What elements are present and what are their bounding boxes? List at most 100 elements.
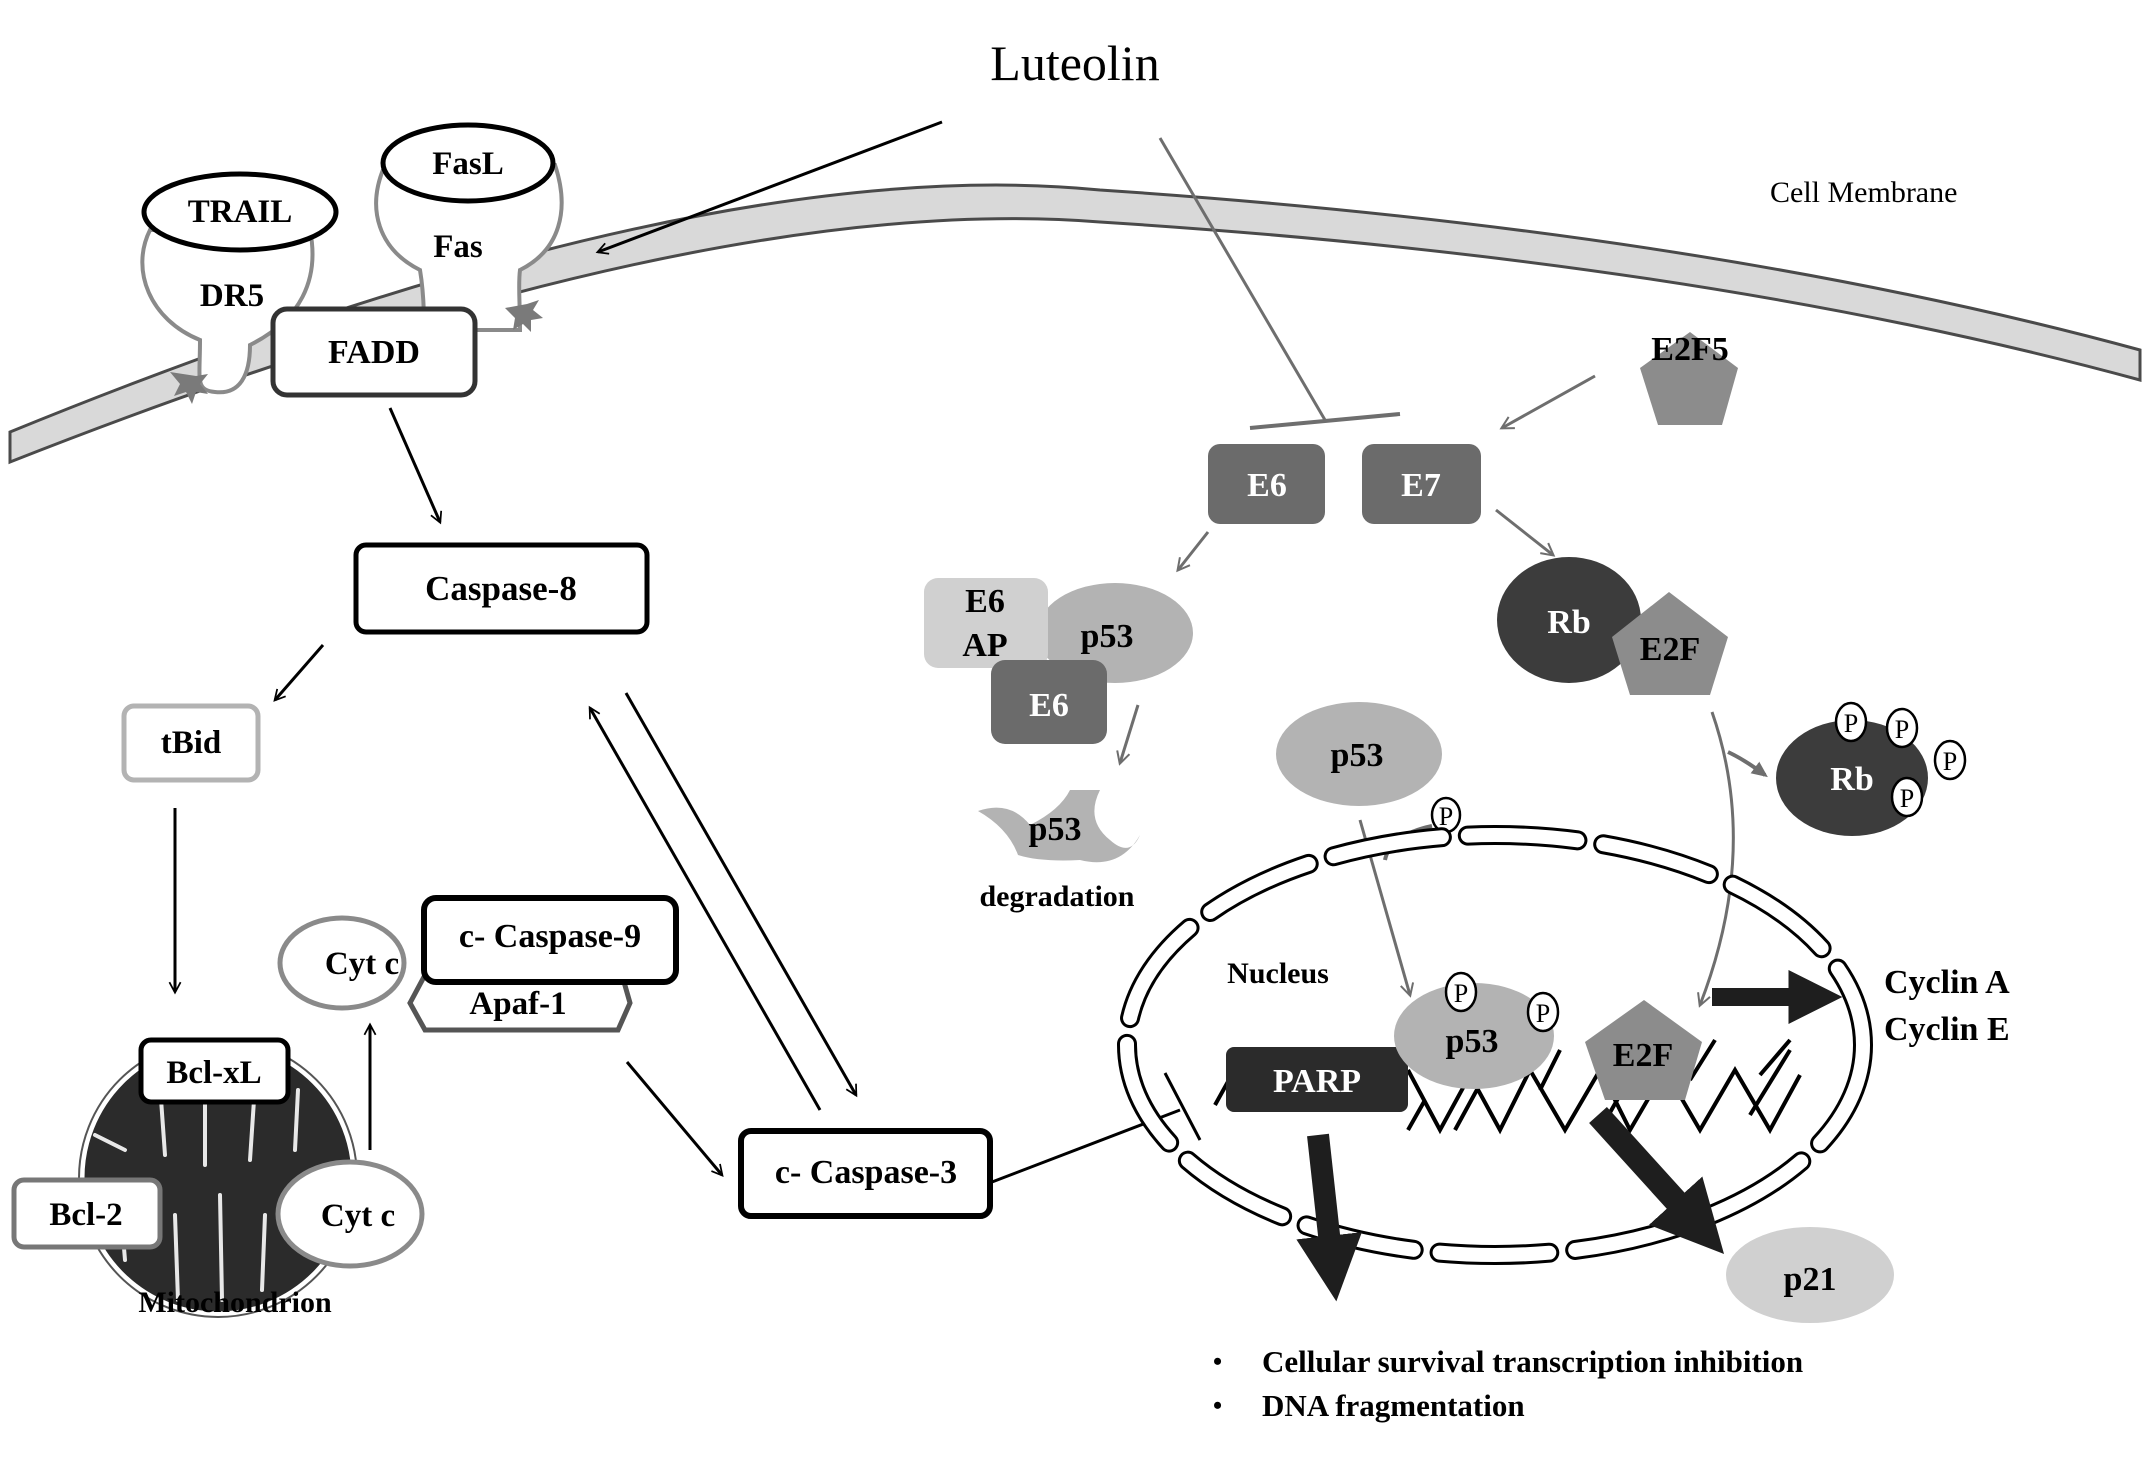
fas-receptor	[374, 163, 564, 332]
e7-label: E7	[1401, 467, 1441, 504]
phospho-label: P	[1895, 715, 1909, 744]
caspase9-box	[421, 895, 679, 985]
parp-to-outcomes-arrow	[1296, 1133, 1362, 1302]
fasl-label: FasL	[432, 146, 504, 182]
p53-free-ellipse	[1276, 702, 1442, 806]
p53-nuclear-ellipse	[1394, 983, 1554, 1089]
dr5-anchor-icon	[170, 372, 208, 404]
bullet-icon: •	[1213, 1391, 1222, 1420]
inhibition-bar-e6e7	[1249, 412, 1401, 430]
bclxl-label: Bcl-xL	[166, 1055, 261, 1091]
caspase8-box	[353, 542, 650, 635]
nucleus-envelope	[1117, 825, 1873, 1265]
e2f-pentagon	[1612, 592, 1728, 695]
e6-complex-box	[991, 660, 1107, 744]
phospho-label: P	[1454, 979, 1468, 1008]
caspase9-label: c- Caspase-9	[459, 918, 641, 955]
p53-free-label: p53	[1331, 737, 1384, 774]
phospho-icon	[1526, 991, 1560, 1033]
complex-to-degradation-arrow	[1116, 704, 1140, 766]
phospho-label: P	[1943, 747, 1957, 776]
trail-label: TRAIL	[188, 194, 293, 230]
luteolin-to-receptors-arrow	[595, 120, 943, 255]
e6-complex-label: E6	[1029, 687, 1069, 724]
phospho-label: P	[1900, 784, 1914, 813]
e6ap-label-line2: AP	[962, 627, 1007, 664]
phospho-label: P	[1536, 999, 1550, 1028]
cell-membrane-label: Cell Membrane	[1770, 176, 1957, 209]
caspase9-to-caspase3-arrow	[625, 1061, 724, 1177]
p53-nuclear-label: p53	[1446, 1023, 1499, 1060]
phospho-label: P	[1844, 709, 1858, 738]
caspase3-to-caspase8-arrow	[588, 705, 822, 1111]
cytc-apoptosome-ellipse	[277, 915, 407, 1011]
p53-complex-label: p53	[1081, 618, 1134, 655]
fadd-box	[270, 306, 478, 398]
e2f-label: E2F	[1640, 631, 1700, 668]
parp-box	[1226, 1047, 1408, 1112]
dr5-label: DR5	[200, 278, 264, 314]
e6-to-complex-arrow	[1176, 531, 1210, 573]
e2f-nuclear-pentagon	[1585, 1000, 1702, 1100]
inhibition-bar-parp	[1163, 1072, 1202, 1141]
luteolin-inhibits-e6e7-line	[1158, 137, 1327, 421]
caspase3-label: c- Caspase-3	[775, 1154, 957, 1191]
phospho-icon	[1933, 739, 1967, 781]
fadd-label: FADD	[328, 334, 420, 371]
bullet-icon: •	[1213, 1347, 1222, 1376]
degradation-label: degradation	[979, 880, 1134, 913]
rb-label: Rb	[1547, 604, 1590, 641]
caspase8-label: Caspase-8	[425, 569, 577, 608]
fas-label: Fas	[433, 229, 483, 265]
e2f-nuclear-label: E2F	[1613, 1037, 1673, 1074]
cyclin-e-label: Cyclin E	[1884, 1011, 2010, 1048]
outcome-item: Cellular survival transcription inhibiti…	[1262, 1344, 1803, 1379]
e7-box	[1362, 444, 1481, 524]
rb-phospho-ellipse	[1776, 720, 1928, 836]
mitochondrion-label: Mitochondrion	[138, 1286, 332, 1319]
phospho-icon	[1444, 971, 1478, 1013]
bclxl-box	[138, 1037, 291, 1105]
rb-release-arrow	[1727, 750, 1768, 778]
apaf1-label: Apaf-1	[469, 986, 566, 1022]
caspase3-box	[738, 1128, 993, 1219]
outcome-item: DNA fragmentation	[1262, 1388, 1525, 1423]
caspase8-to-tbid-arrow	[273, 644, 325, 702]
phospho-icon	[1890, 776, 1924, 818]
p53-complex-ellipse	[1037, 583, 1193, 683]
p53-degraded-label: p53	[1029, 811, 1082, 848]
rb-circle	[1497, 557, 1641, 683]
fadd-to-caspase8-arrow	[388, 407, 443, 525]
phospho-label: P	[1439, 802, 1453, 831]
fas-anchor-icon	[505, 300, 543, 332]
e2f5-to-e7-arrow	[1499, 374, 1596, 430]
e2f5-pentagon	[1640, 332, 1738, 425]
tbid-box	[121, 703, 261, 783]
e6ap-box	[924, 578, 1048, 668]
luteolin-label: Luteolin	[990, 35, 1159, 91]
trail-ligand	[141, 171, 339, 253]
e6ap-label-line1: E6	[965, 583, 1005, 620]
p21-label: p21	[1784, 1261, 1837, 1298]
cytc-mito-ellipse	[275, 1159, 425, 1269]
degraded-p53-shape	[978, 790, 1140, 863]
outcomes-list: • Cellular survival transcription inhibi…	[1213, 1344, 1803, 1423]
dr5-receptor	[140, 228, 315, 404]
p21-ellipse	[1726, 1227, 1894, 1323]
e6-box	[1208, 444, 1325, 524]
e7-to-rb-arrow	[1495, 508, 1556, 557]
bcl2-box	[11, 1177, 163, 1250]
parp-label: PARP	[1273, 1063, 1361, 1100]
cytc-apoptosome-label: Cyt c	[325, 946, 399, 982]
rb-phospho-groups: P P P P	[1834, 701, 1967, 818]
e2f5-label: E2F5	[1651, 331, 1728, 368]
nucleus-label: Nucleus	[1227, 957, 1329, 990]
caspase8-to-caspase3-arrow	[624, 692, 858, 1098]
cyclin-a-label: Cyclin A	[1884, 964, 2010, 1001]
p53-to-p21-arrow	[1589, 1106, 1725, 1255]
rb-phospho-label: Rb	[1830, 761, 1873, 798]
bcl2-label: Bcl-2	[49, 1197, 122, 1233]
phospho-icon	[1834, 701, 1868, 743]
